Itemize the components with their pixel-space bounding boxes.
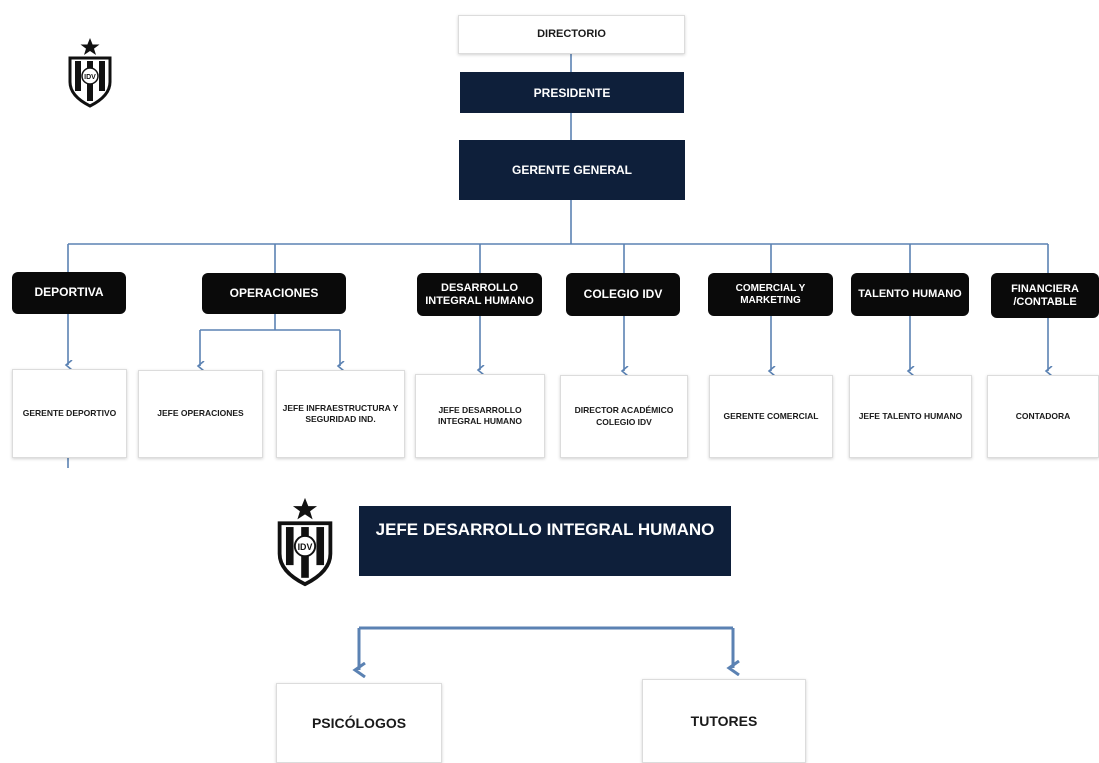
- node-directorio: DIRECTORIO: [458, 15, 685, 54]
- club-crest-logo: IDV: [277, 497, 333, 587]
- node-presidente: PRESIDENTE: [460, 72, 684, 113]
- pos-gerente-comercial: GERENTE COMERCIAL: [709, 375, 833, 458]
- node-gerente-general: GERENTE GENERAL: [459, 140, 685, 200]
- pos-jefe-infraestructura: JEFE INFRAESTRUCTURA Y SEGURIDAD IND.: [276, 370, 405, 458]
- svg-text:IDV: IDV: [298, 542, 313, 552]
- star-icon: [80, 38, 100, 55]
- dept-comercial-marketing: COMERCIAL Y MARKETING: [708, 273, 833, 316]
- pos-jefe-talento-humano: JEFE TALENTO HUMANO: [849, 375, 972, 458]
- dept-deportiva: DEPORTIVA: [12, 272, 126, 314]
- subchart-child-psicologos: PSICÓLOGOS: [276, 683, 442, 763]
- dept-operaciones: OPERACIONES: [202, 273, 346, 314]
- dept-financiera-contable: FINANCIERA /CONTABLE: [991, 273, 1099, 318]
- pos-director-academico: DIRECTOR ACADÉMICO COLEGIO IDV: [560, 375, 688, 458]
- dept-talento-humano: TALENTO HUMANO: [851, 273, 969, 316]
- subchart-head: JEFE DESARROLLO INTEGRAL HUMANO: [359, 506, 731, 576]
- dept-desarrollo-integral-humano: DESARROLLO INTEGRAL HUMANO: [417, 273, 542, 316]
- dept-colegio-idv: COLEGIO IDV: [566, 273, 680, 316]
- subchart-child-tutores: TUTORES: [642, 679, 806, 763]
- pos-jefe-operaciones: JEFE OPERACIONES: [138, 370, 263, 458]
- svg-text:IDV: IDV: [84, 74, 96, 81]
- club-crest-logo: IDV: [68, 38, 112, 108]
- star-icon: [292, 497, 318, 520]
- pos-jefe-desarrollo-integral-humano: JEFE DESARROLLO INTEGRAL HUMANO: [415, 374, 545, 458]
- pos-gerente-deportivo: GERENTE DEPORTIVO: [12, 369, 127, 458]
- pos-contadora: CONTADORA: [987, 375, 1099, 458]
